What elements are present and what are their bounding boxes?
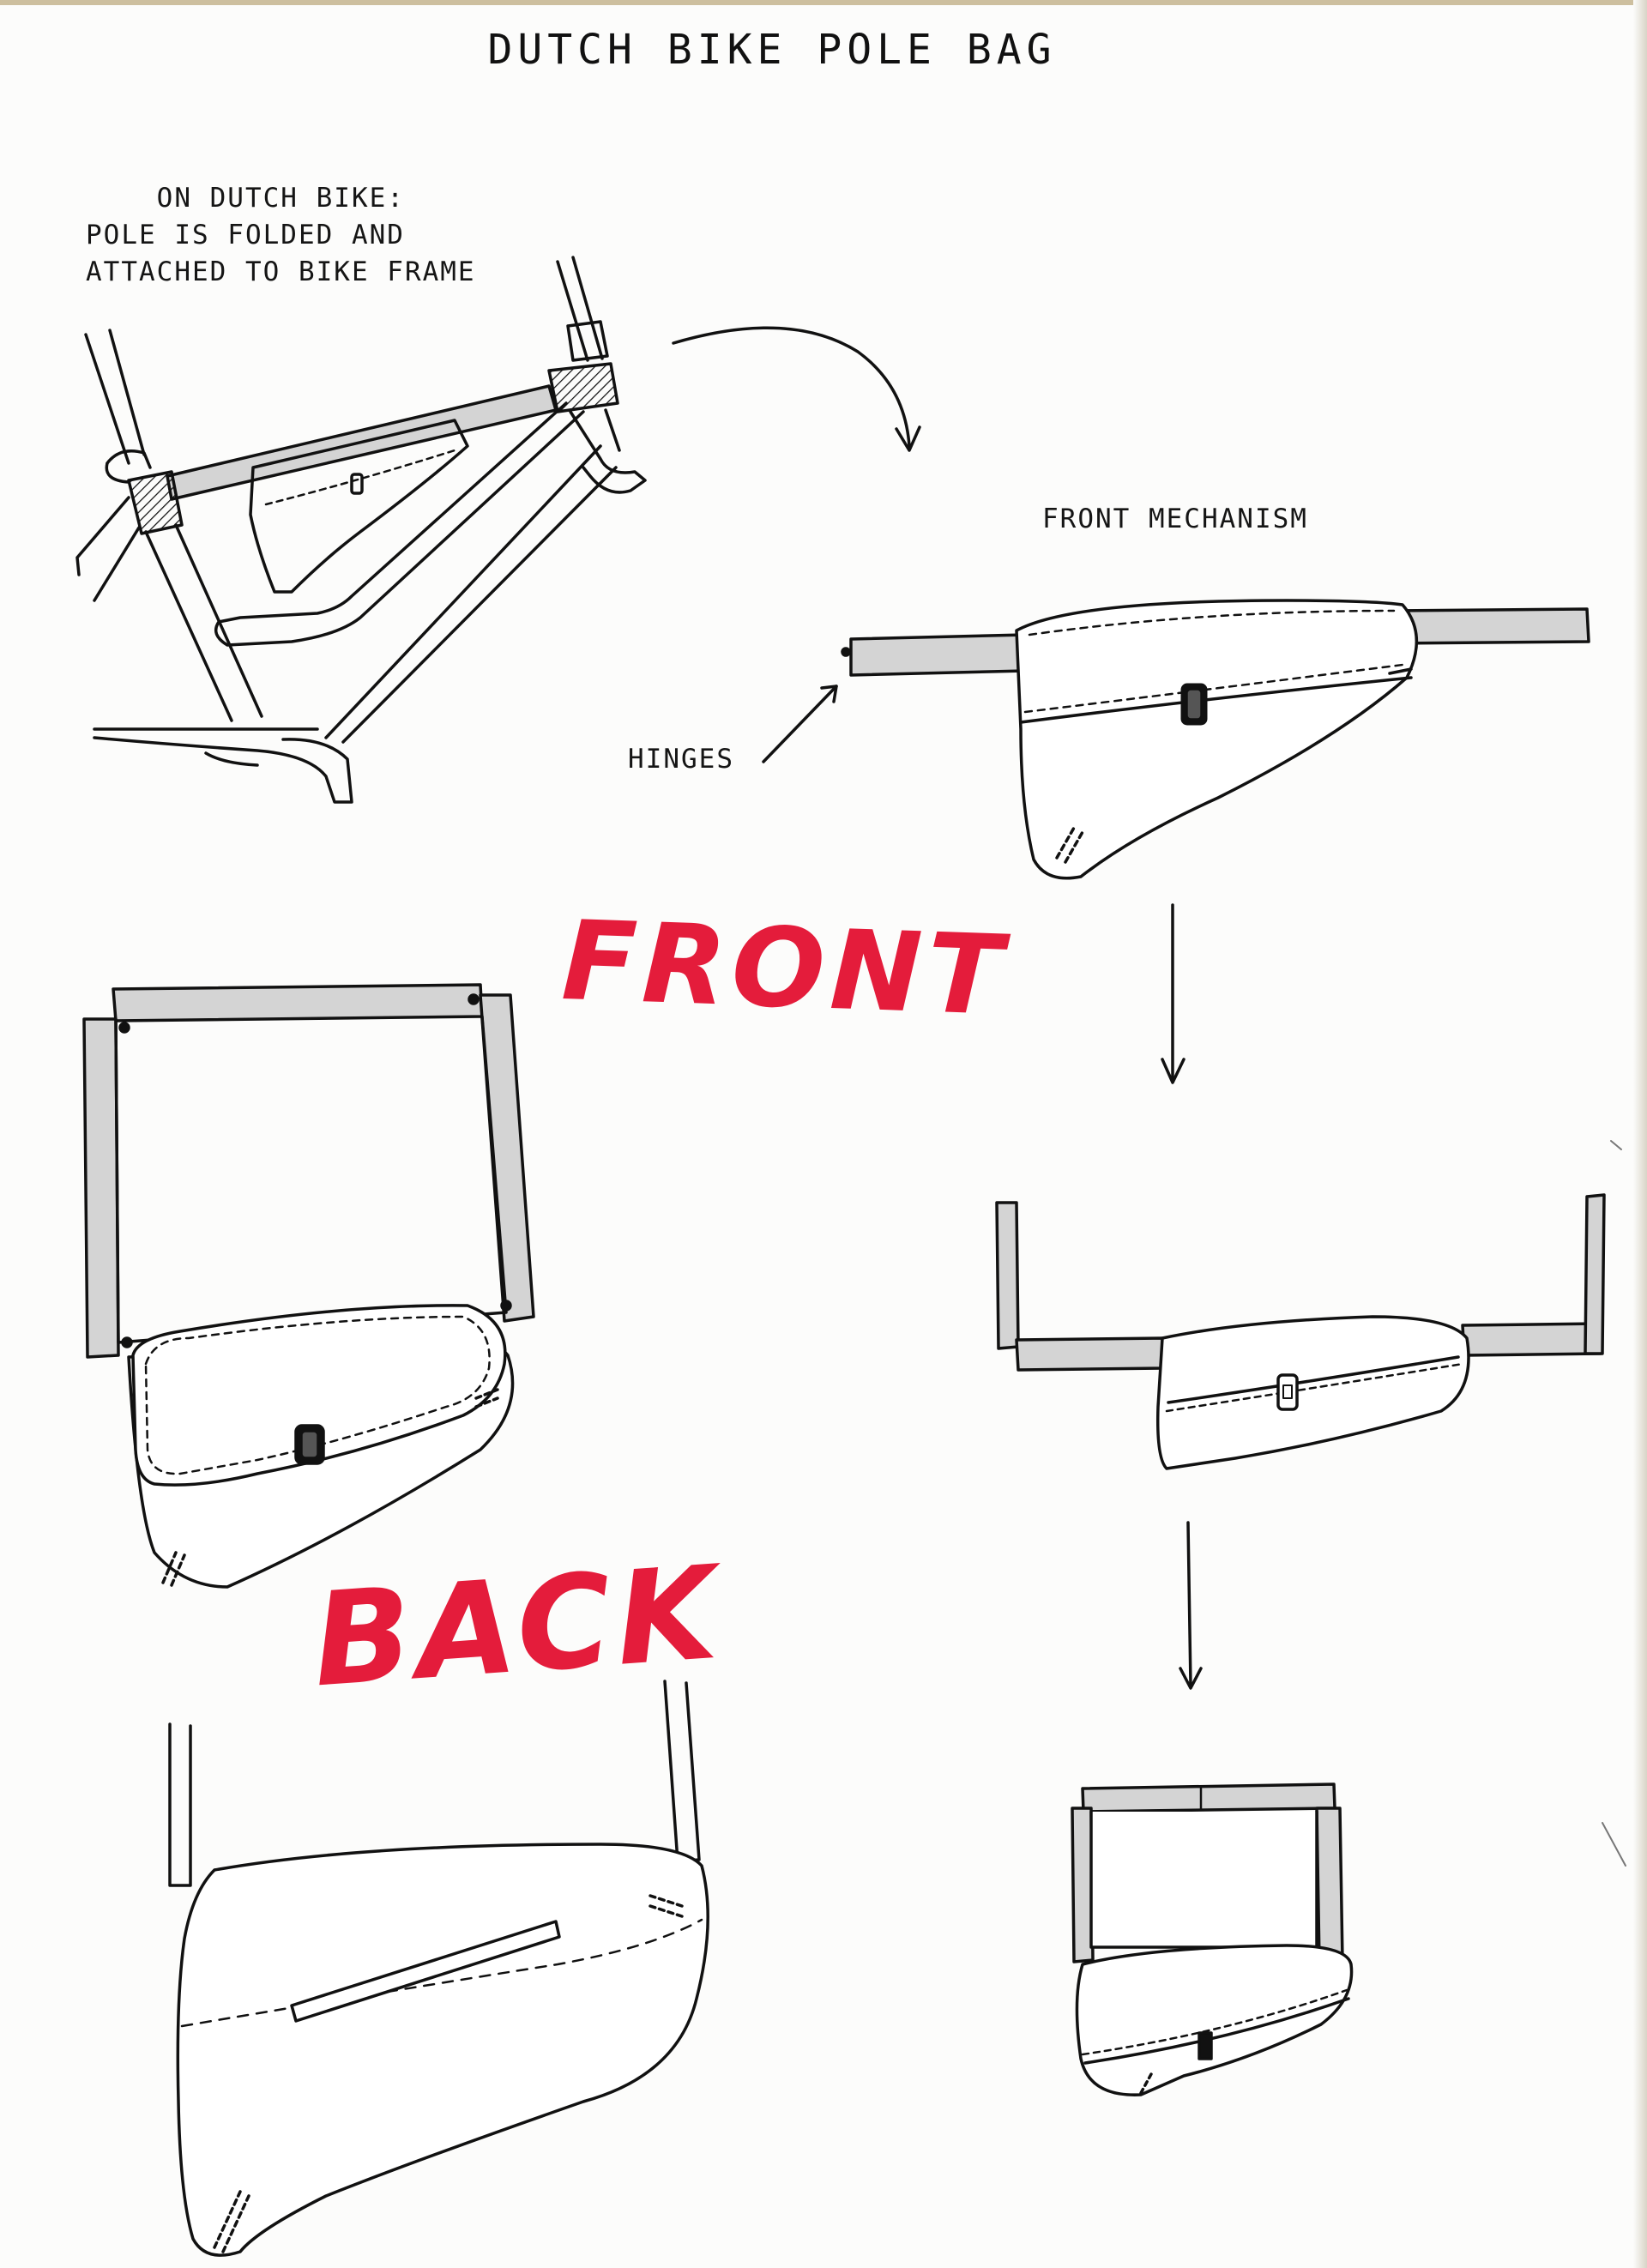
paper-top-edge <box>0 0 1647 5</box>
frame-bag <box>249 419 469 594</box>
mid-bag <box>1155 1315 1470 1470</box>
front-view-frame <box>82 983 535 1589</box>
final-left-pole <box>1071 1807 1095 1963</box>
paper-right-edge <box>1633 0 1647 2268</box>
arm-right-horizontal <box>1461 1322 1602 1357</box>
back-right-post <box>663 1680 701 1863</box>
arm-left-horizontal <box>1015 1336 1165 1372</box>
arm-right-vertical <box>1584 1193 1606 1355</box>
hinges-label: HINGES <box>628 744 734 775</box>
curved-arrow-to-mechanism <box>672 326 921 452</box>
paper-marks <box>1602 1140 1626 1867</box>
mechanism-final-frame <box>1071 1782 1354 2096</box>
front-mechanism-label: FRONT MECHANISM <box>1042 504 1308 534</box>
page-title: DUTCH BIKE POLE BAG <box>487 26 1057 74</box>
bike-note-label: ON DUTCH BIKE: POLE IS FOLDED AND ATTACH… <box>86 183 476 287</box>
headset-hatched-block <box>547 362 619 413</box>
mechanism-bag-arms-up <box>995 1193 1606 1470</box>
front-left-pole <box>82 1017 120 1359</box>
down-arrow-1 <box>1161 903 1185 1084</box>
hinges-arrow <box>762 685 838 763</box>
mechanism-bag-straight-pole <box>841 599 1590 880</box>
back-zipper <box>290 1920 561 2023</box>
front-top-pole <box>112 983 484 1022</box>
back-left-post <box>168 1722 192 1887</box>
seat-clamp-block <box>127 470 184 535</box>
final-bag <box>1075 1944 1354 2096</box>
arm-left-vertical <box>995 1201 1020 1350</box>
bag-body <box>1015 599 1418 880</box>
final-top-pole <box>1081 1782 1336 1813</box>
pole-left <box>849 633 1027 677</box>
back-view-bag <box>168 1680 709 2257</box>
front-right-pole <box>479 993 535 1323</box>
pole-right <box>1388 607 1590 645</box>
final-right-pole <box>1315 1807 1344 1963</box>
back-bag-body <box>176 1843 709 2257</box>
down-arrow-2 <box>1179 1521 1203 1690</box>
bike-frame-sketch <box>75 256 647 804</box>
